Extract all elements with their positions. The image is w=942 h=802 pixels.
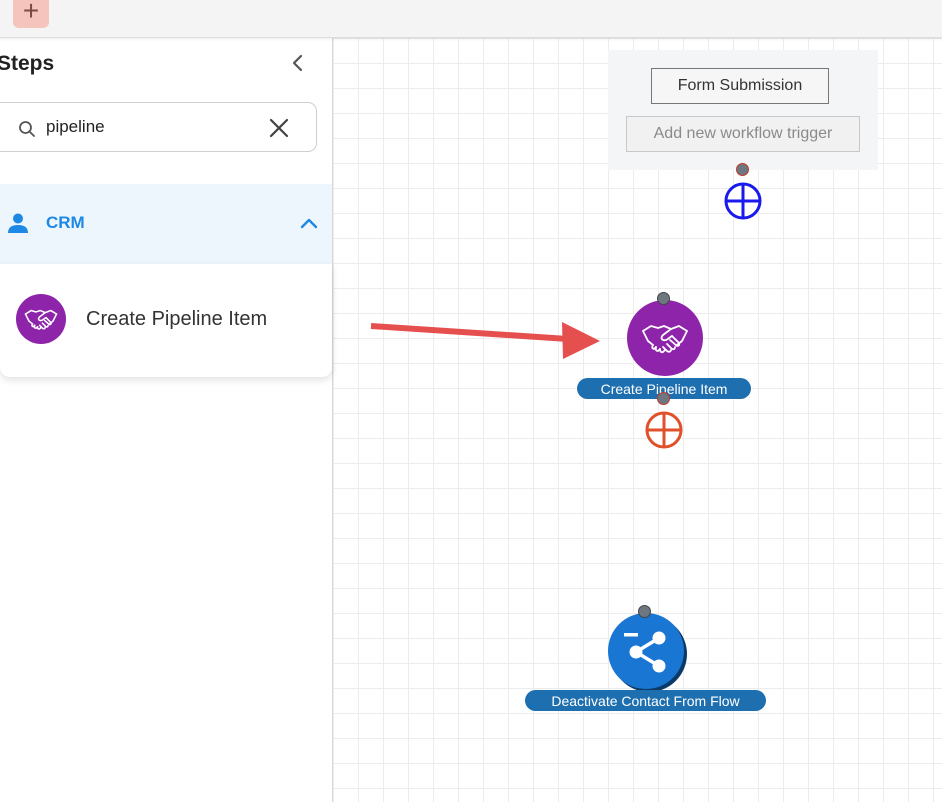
add-step-plus-icon[interactable] [644, 410, 684, 450]
search-input[interactable] [46, 115, 246, 139]
top-toolbar: + [0, 0, 942, 38]
handshake-icon [642, 325, 688, 354]
category-label: CRM [46, 213, 85, 232]
steps-sidebar: Steps CRM [0, 38, 333, 802]
connector-dot[interactable] [657, 392, 670, 405]
add-icon[interactable]: + [13, 0, 49, 28]
search-icon [19, 121, 35, 137]
search-field[interactable] [0, 102, 317, 152]
step-item-icon-badge [16, 294, 66, 344]
chevron-up-icon [300, 218, 318, 229]
connector-dot[interactable] [736, 163, 749, 176]
trigger-panel: Form Submission Add new workflow trigger [608, 50, 878, 170]
step-item-label: Create Pipeline Item [86, 308, 268, 330]
deactivate-contact-node[interactable] [608, 613, 684, 689]
share-remove-icon [624, 631, 666, 673]
step-item-create-pipeline[interactable]: Create Pipeline Item [0, 264, 332, 377]
connector-dot[interactable] [657, 292, 670, 305]
form-submission-trigger-button[interactable]: Form Submission [651, 68, 829, 104]
add-step-plus-icon[interactable] [723, 181, 763, 221]
create-pipeline-item-node[interactable] [627, 300, 703, 376]
connector-dot[interactable] [638, 605, 651, 618]
chevron-left-icon [292, 54, 303, 72]
category-crm[interactable]: CRM [0, 184, 332, 264]
create-pipeline-item-node-label[interactable]: Create Pipeline Item [577, 378, 751, 399]
deactivate-contact-node-label[interactable]: Deactivate Contact From Flow [525, 690, 766, 711]
close-icon[interactable] [268, 117, 290, 139]
add-workflow-trigger-button[interactable]: Add new workflow trigger [626, 116, 860, 152]
person-icon [8, 213, 28, 233]
sidebar-title: Steps [0, 52, 55, 75]
collapse-sidebar-button[interactable] [286, 52, 308, 74]
handshake-icon [24, 309, 58, 330]
